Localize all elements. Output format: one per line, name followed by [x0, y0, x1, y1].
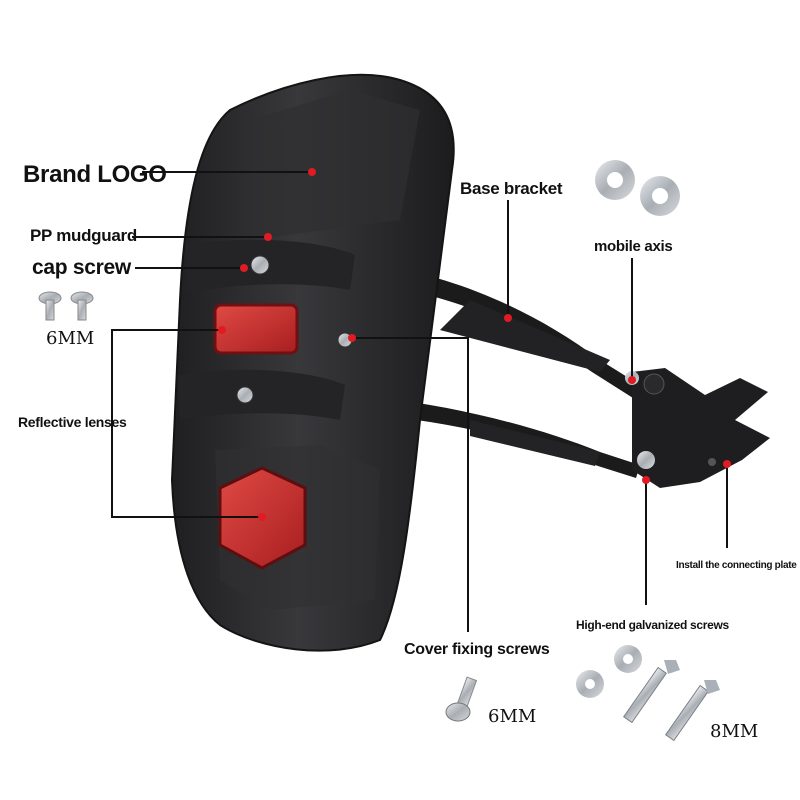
fender-screws — [236, 255, 353, 404]
cover-screw-size-label: 6MM — [488, 706, 537, 727]
reflective-lenses-label: Reflective lenses — [18, 414, 127, 430]
leader-lines — [111, 171, 728, 632]
cover-screw-part — [445, 676, 478, 722]
cover-fixing-screws-label: Cover fixing screws — [404, 641, 550, 658]
pp-mudguard-label: PP mudguard — [30, 226, 137, 245]
rectangular-reflector — [213, 303, 299, 355]
cap-screw-parts — [38, 291, 94, 321]
galvanized-size-label: 8MM — [710, 721, 759, 742]
pointer-dots — [218, 168, 731, 521]
install-plate-label: Install the connecting plate — [676, 560, 797, 571]
reflective-lenses — [213, 303, 307, 570]
mudguard-body — [170, 73, 455, 652]
mobile-axis-label: mobile axis — [594, 238, 673, 255]
galvanized-screws-label: High-end galvanized screws — [576, 618, 729, 632]
cap-screw-size-label: 6MM — [46, 328, 95, 349]
axis-washers — [595, 160, 680, 216]
base-bracket-label: Base bracket — [460, 179, 563, 198]
connecting-plate — [625, 368, 770, 488]
galvanized-screw-parts — [576, 645, 720, 742]
brand-logo-label: Brand LOGO — [23, 161, 167, 188]
cap-screw-label: cap screw — [32, 256, 131, 279]
